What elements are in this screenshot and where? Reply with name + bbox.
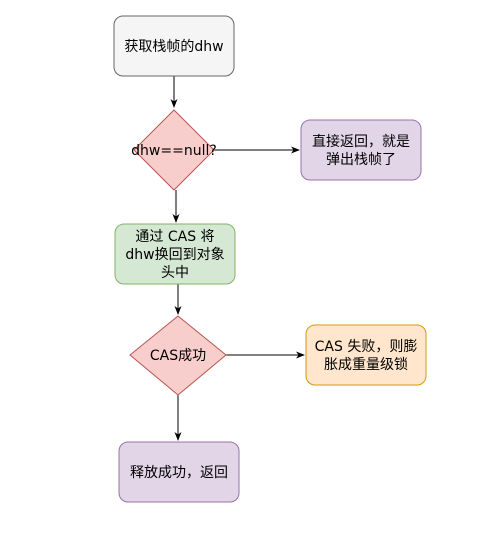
node-get-dhw: 获取栈帧的dhw (113, 15, 235, 77)
node-cas-fail-label-line1: CAS 失败，则膨 (315, 338, 418, 355)
node-cas-success-diamond (129, 315, 227, 396)
node-return-pop-box (300, 119, 422, 181)
node-return-pop: 直接返回，就是 弹出栈帧了 (300, 119, 422, 181)
node-release-ok-box (118, 441, 240, 503)
node-return-pop-label-line2: 弹出栈帧了 (326, 152, 396, 168)
node-cas-success-label: CAS成功 (150, 348, 206, 364)
node-return-pop-label-line1: 直接返回，就是 (312, 133, 410, 150)
node-cas-fail: CAS 失败，则膨 胀成重量级锁 (305, 324, 427, 386)
node-cas-swap-box (114, 223, 236, 285)
node-check-null-diamond (133, 109, 215, 191)
node-get-dhw-box (113, 15, 235, 77)
node-release-ok-label: 释放成功，返回 (130, 465, 228, 481)
node-cas-fail-box (305, 324, 427, 386)
node-check-null-label: dhw==null? (131, 143, 217, 159)
node-get-dhw-label: 获取栈帧的dhw (124, 39, 223, 55)
node-check-null: dhw==null? (131, 109, 217, 191)
node-cas-swap-label-line2: dhw换回到对象 (125, 246, 224, 263)
node-cas-success: CAS成功 (129, 315, 227, 396)
node-release-ok: 释放成功，返回 (118, 441, 240, 503)
node-cas-swap-label-line3: 头中 (161, 265, 189, 281)
node-cas-swap-label-line1: 通过 CAS 将 (135, 229, 214, 245)
node-cas-swap: 通过 CAS 将 dhw换回到对象 头中 (114, 223, 236, 285)
node-cas-fail-label-line2: 胀成重量级锁 (324, 357, 408, 373)
